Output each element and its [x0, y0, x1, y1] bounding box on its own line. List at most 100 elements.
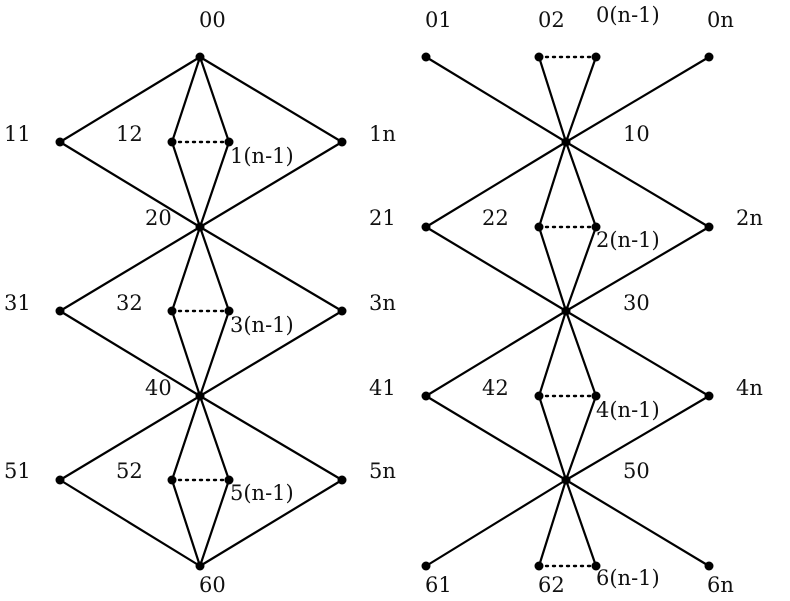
- label-00: 00: [199, 8, 226, 32]
- edge: [424, 309, 568, 398]
- edge: [537, 55, 568, 144]
- vertex: [704, 391, 714, 401]
- label-5n: 5n: [369, 459, 396, 483]
- edge: [58, 309, 202, 398]
- label-4-n-1: 4(n-1): [596, 398, 660, 422]
- edge: [198, 394, 231, 482]
- label-22: 22: [482, 206, 509, 230]
- edge: [198, 140, 344, 229]
- vertex: [534, 222, 544, 232]
- edge: [537, 140, 568, 229]
- label-62: 62: [538, 573, 565, 597]
- label-10: 10: [623, 122, 650, 146]
- label-2-n-1: 2(n-1): [596, 228, 660, 252]
- label-32: 32: [116, 291, 143, 315]
- vertex: [195, 561, 205, 571]
- edge: [537, 478, 568, 568]
- vertex: [561, 475, 571, 485]
- edge: [564, 140, 598, 229]
- edge: [537, 394, 568, 482]
- edges: [58, 55, 711, 568]
- vertex: [224, 137, 234, 147]
- edge: [198, 394, 344, 482]
- edge: [424, 394, 568, 482]
- edge: [170, 309, 202, 398]
- edge: [564, 309, 711, 398]
- vertex: [195, 222, 205, 232]
- edge: [198, 478, 231, 568]
- vertex: [55, 306, 65, 316]
- label-0n: 0n: [707, 8, 734, 32]
- vertex: [55, 137, 65, 147]
- label-2n: 2n: [736, 206, 763, 230]
- edge: [564, 55, 711, 144]
- edge: [198, 225, 231, 313]
- vertex: [337, 306, 347, 316]
- vertex: [337, 137, 347, 147]
- vertex: [591, 391, 601, 401]
- label-11: 11: [4, 122, 31, 146]
- edge: [170, 394, 202, 482]
- label-6-n-1: 6(n-1): [596, 566, 660, 590]
- edge: [170, 225, 202, 313]
- vertex: [704, 561, 714, 571]
- edge: [58, 225, 202, 313]
- label-20: 20: [145, 206, 172, 230]
- label-60: 60: [199, 573, 226, 597]
- label-0-n-1: 0(n-1): [596, 3, 660, 27]
- vertex: [534, 561, 544, 571]
- label-61: 61: [425, 573, 452, 597]
- edge: [58, 394, 202, 482]
- edge: [564, 394, 711, 482]
- edge: [58, 140, 202, 229]
- label-4n: 4n: [736, 376, 763, 400]
- nodes: [55, 52, 714, 571]
- edge: [564, 55, 598, 144]
- edge: [170, 140, 202, 229]
- vertex: [421, 561, 431, 571]
- labels: 00 11 12 1(n-1) 1n 20 31 32 3(n-1) 3n 40…: [4, 3, 763, 597]
- edge: [564, 309, 598, 398]
- label-6n: 6n: [707, 573, 734, 597]
- label-5-n-1: 5(n-1): [230, 481, 294, 505]
- vertex: [224, 475, 234, 485]
- label-3n: 3n: [369, 291, 396, 315]
- edge: [198, 478, 344, 568]
- label-1-n-1: 1(n-1): [230, 144, 294, 168]
- edge: [58, 55, 202, 144]
- vertex: [421, 52, 431, 62]
- label-1n: 1n: [369, 122, 396, 146]
- label-52: 52: [116, 459, 143, 483]
- edge: [564, 478, 598, 568]
- label-31: 31: [4, 291, 31, 315]
- label-51: 51: [4, 459, 31, 483]
- vertex: [55, 475, 65, 485]
- vertex: [591, 52, 601, 62]
- edge: [564, 225, 711, 313]
- vertex: [167, 306, 177, 316]
- vertex: [195, 52, 205, 62]
- vertex: [337, 475, 347, 485]
- edge: [564, 394, 598, 482]
- edge: [198, 140, 231, 229]
- edge: [198, 225, 344, 313]
- vertex: [224, 306, 234, 316]
- edge: [170, 478, 202, 568]
- label-02: 02: [538, 8, 565, 32]
- edge: [564, 225, 598, 313]
- vertex: [704, 222, 714, 232]
- label-30: 30: [623, 291, 650, 315]
- vertex: [704, 52, 714, 62]
- vertex: [561, 137, 571, 147]
- label-40: 40: [145, 376, 172, 400]
- vertex: [421, 391, 431, 401]
- vertex: [167, 475, 177, 485]
- vertex: [421, 222, 431, 232]
- vertex: [591, 222, 601, 232]
- edge: [424, 225, 568, 313]
- edge: [58, 478, 202, 568]
- edge: [424, 55, 568, 144]
- edge: [198, 309, 231, 398]
- vertex: [591, 561, 601, 571]
